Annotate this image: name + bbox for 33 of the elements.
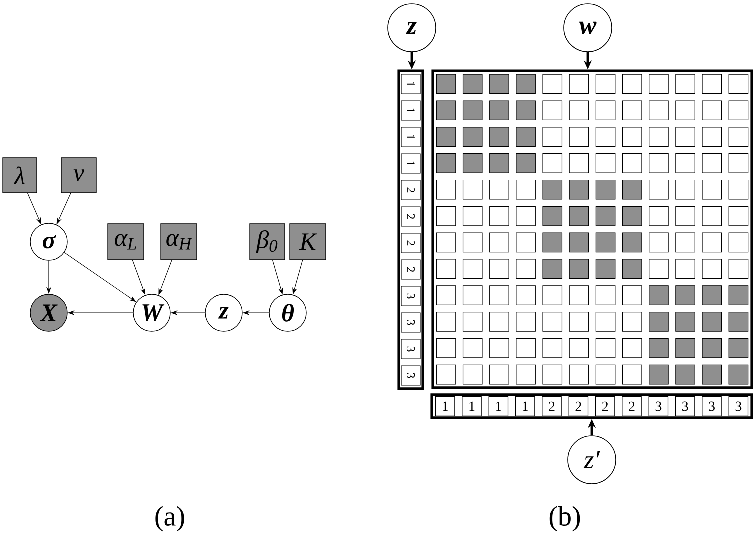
panel-label: (a) <box>156 506 184 532</box>
number-cell: 3 <box>401 339 421 360</box>
number-cell: 2 <box>542 396 562 417</box>
number-cell: 1 <box>515 396 536 417</box>
number-cell: 1 <box>401 100 421 121</box>
number-cell: 1 <box>435 396 456 417</box>
number-cell: 1 <box>401 74 421 94</box>
number-cell: 2 <box>401 206 421 227</box>
number-cell: 2 <box>595 396 616 417</box>
parameter-box: α$_{L}$ <box>108 224 144 260</box>
number-cell: 1 <box>488 396 509 417</box>
number-cell: 1 <box>401 154 421 174</box>
number-cell: 2 <box>401 233 421 254</box>
number-cell: 1 <box>462 396 482 417</box>
number-cell: 2 <box>401 260 421 280</box>
number-cell: 2 <box>401 180 421 200</box>
parameter-box: λ <box>2 158 38 194</box>
number-cell: 3 <box>648 396 669 417</box>
number-cell: 1 <box>401 127 421 148</box>
number-cell: 2 <box>622 396 642 417</box>
number-cell: 2 <box>568 396 589 417</box>
number-cell: 3 <box>675 396 696 417</box>
parameter-box: K <box>290 224 326 260</box>
panel-label: (b) <box>550 506 580 532</box>
arrow <box>64 252 136 302</box>
number-cell: 3 <box>728 396 749 417</box>
parameter-box: β$_{0}$ <box>250 224 286 260</box>
parameter-box: ν <box>61 158 97 194</box>
number-cell: 3 <box>401 312 421 333</box>
number-cell: 3 <box>401 366 421 386</box>
parameter-box: α$_{H}$ <box>160 224 198 260</box>
number-cell: 3 <box>401 286 421 306</box>
number-cell: 3 <box>702 396 722 417</box>
